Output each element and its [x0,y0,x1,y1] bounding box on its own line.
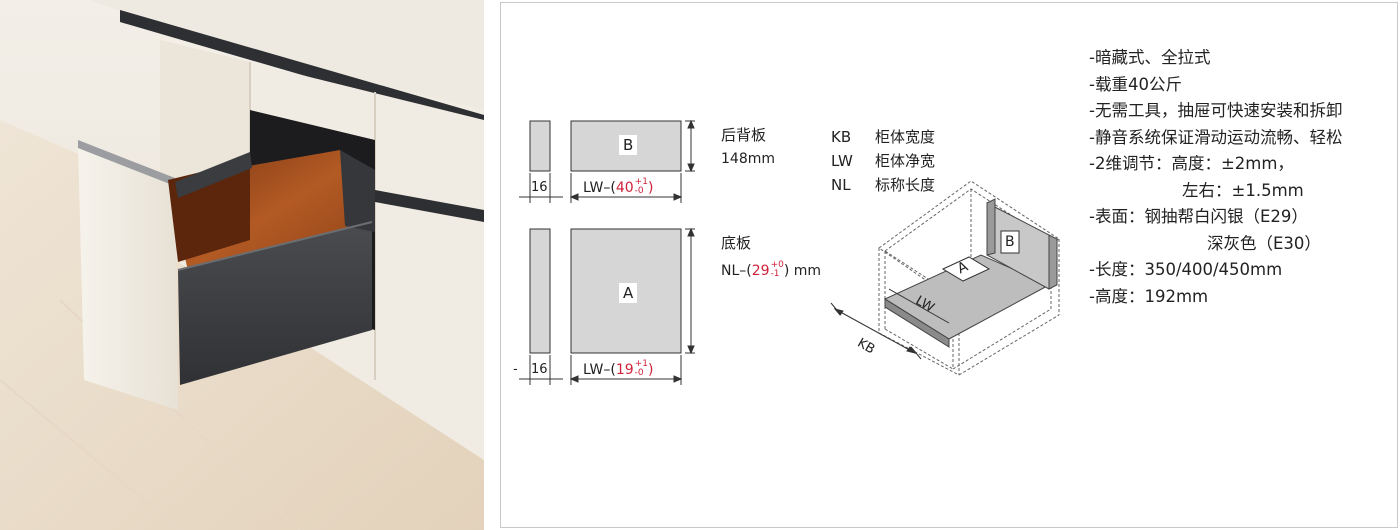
back-panel-side-view [529,120,551,172]
legend-code: NL [831,176,851,194]
bottom-len-tolerance: +0-1 [771,261,784,279]
spec-item: -载重40公斤 [1089,74,1182,94]
bottom-len-tol-minus: -1 [770,269,780,279]
back-width-prefix: LW–( [583,180,616,196]
spec-item: -长度：350/400/450mm [1089,260,1283,279]
back-panel-thickness: 16 [531,180,548,195]
bottom-len-tol-plus: +0 [770,260,784,270]
spec-item: -暗藏式、全拉式 [1089,48,1211,67]
back-panel-width: LW–(40+1-0) [583,178,653,198]
legend-desc: 标称长度 [875,176,936,194]
bottom-panel-title: 底板 [721,234,752,252]
bottom-width-suffix: ) [647,362,654,378]
bottom-panel-thickness-dash: - [513,362,518,377]
legend-code: KB [831,128,852,146]
bottom-panel-letter: A [619,283,638,303]
iso-label-b: B [1005,234,1015,250]
bottom-tol-minus: -0 [634,368,644,378]
legend-row-kb: KB 柜体宽度 [831,127,935,147]
legend-row-nl: NL 标称长度 [831,175,935,195]
drawer-photo-illustration [0,0,484,530]
back-tol-minus: -0 [634,186,644,196]
back-width-tolerance: +1-0 [635,178,648,196]
legend-code: LW [831,152,853,170]
spec-item: 左右：±1.5mm [1182,180,1304,200]
diagram-panel: B A 后背板 148mm 16 LW–(40+1-0) 底板 NL–(29+0… [500,2,1398,528]
bottom-tol-plus: +1 [634,359,648,369]
bottom-len-unit: mm [793,263,822,279]
bottom-panel-thickness: 16 [531,362,548,377]
bottom-width-value: 19 [615,362,634,378]
technical-drawing [519,119,1060,385]
back-panel-letter: B [619,135,638,155]
spec-item: -静音系统保证滑动运动流畅、轻松 [1089,127,1343,147]
bottom-panel-width: LW–(19+1-0) [583,360,653,380]
legend-desc: 柜体宽度 [875,128,936,146]
legend-desc: 柜体净宽 [875,152,936,170]
spec-item: -高度：192mm [1089,286,1209,306]
spec-list: -暗藏式、全拉式 -载重40公斤 -无需工具，抽屉可快速安装和拆卸 -静音系统保… [1089,45,1399,310]
bottom-len-suffix: ) [783,263,790,279]
spec-item: 深灰色（E30） [1207,233,1321,253]
back-width-suffix: ) [647,180,654,196]
bottom-panel-side-view [529,228,551,354]
spec-item: -2维调节：高度：±2mm， [1089,154,1294,173]
isometric-drawer [830,180,1060,376]
bottom-width-tolerance: +1-0 [635,360,648,378]
spec-item: -无需工具，抽屉可快速安装和拆卸 [1089,101,1343,120]
back-panel-title: 后背板 [721,126,767,144]
spec-item: -表面：钢抽帮白闪银（E29） [1089,207,1308,226]
back-panel-height: 148mm [721,151,775,167]
back-width-value: 40 [615,180,634,196]
bottom-len-value: 29 [751,263,770,279]
bottom-width-prefix: LW–( [583,362,616,378]
bottom-panel-length: NL–(29+0-1) mm [721,261,821,281]
product-photo [0,0,484,530]
bottom-len-prefix: NL–( [721,263,752,279]
legend-row-lw: LW 柜体净宽 [831,151,935,171]
back-tol-plus: +1 [634,177,648,187]
